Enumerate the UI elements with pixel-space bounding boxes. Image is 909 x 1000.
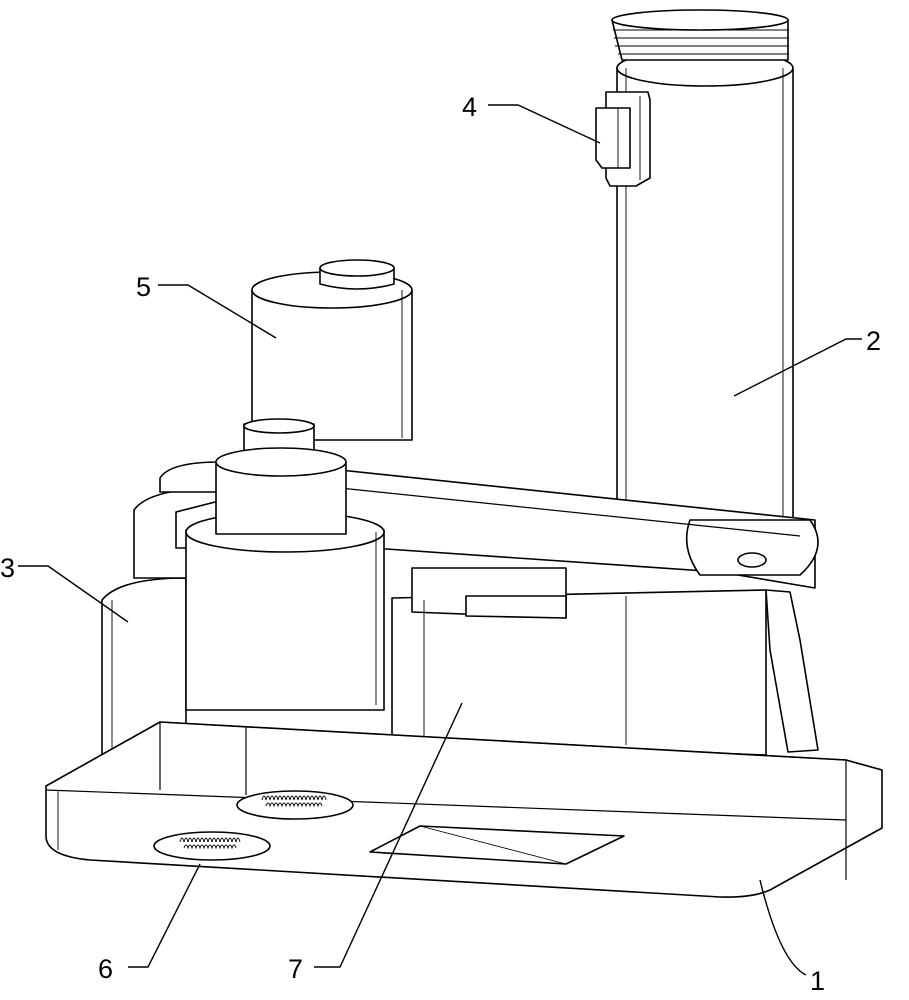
leader-4 bbox=[488, 104, 601, 144]
box bbox=[391, 567, 819, 756]
leader-3 bbox=[18, 565, 129, 623]
callout-1: 1 bbox=[810, 966, 825, 996]
callout-2: 2 bbox=[866, 326, 881, 356]
clip bbox=[595, 91, 651, 187]
callout-6: 6 bbox=[98, 954, 113, 984]
leader-1 bbox=[759, 879, 807, 976]
leader-lines bbox=[18, 104, 862, 976]
callout-5: 5 bbox=[136, 272, 151, 302]
leader-2 bbox=[733, 338, 862, 397]
tall-cylinder bbox=[611, 9, 794, 539]
leader-6 bbox=[128, 863, 201, 968]
callout-labels: 4 5 2 3 6 7 1 bbox=[0, 92, 881, 996]
callout-7: 7 bbox=[288, 954, 303, 984]
callout-3: 3 bbox=[0, 553, 15, 583]
leader-7 bbox=[314, 702, 463, 968]
motor bbox=[243, 259, 413, 465]
callout-4: 4 bbox=[462, 92, 477, 122]
leader-5 bbox=[158, 284, 277, 339]
drive-cylinder bbox=[185, 447, 385, 711]
brush bbox=[153, 790, 354, 861]
